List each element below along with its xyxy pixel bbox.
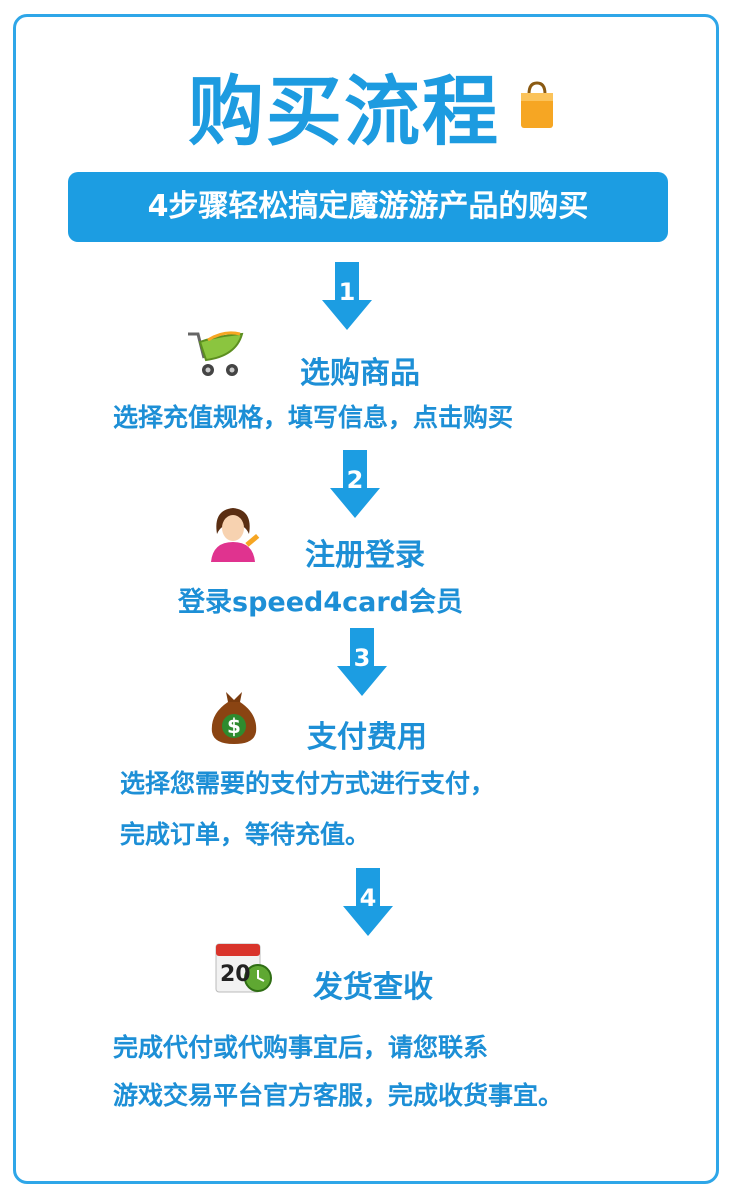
down-arrow-icon — [322, 262, 372, 330]
step-3-description-line-1: 选择您需要的支付方式进行支付， — [120, 769, 496, 798]
step-1-arrow: 1 — [322, 262, 372, 332]
step-2-title: 注册登录 — [305, 538, 425, 573]
step-4-arrow: 4 — [343, 868, 393, 938]
svg-text:$: $ — [227, 714, 241, 738]
calendar-clock-icon: 20 — [214, 940, 274, 996]
step-3-title: 支付费用 — [307, 720, 427, 755]
step-2-description: 登录speed4card会员 — [178, 587, 464, 618]
step-number: 4 — [359, 884, 377, 912]
step-3-arrow: 3 — [337, 628, 387, 698]
shopping-cart-icon — [188, 331, 244, 376]
down-arrow-icon — [337, 628, 387, 696]
step-2-arrow: 2 — [330, 450, 380, 520]
step-4-description-line-2: 游戏交易平台官方客服，完成收货事宜。 — [113, 1081, 564, 1110]
shopping-bag-icon — [521, 81, 553, 128]
step-3-description-line-2: 完成订单，等待充值。 — [120, 820, 371, 849]
step-1-title: 选购商品 — [300, 356, 420, 391]
step-4-title: 发货查收 — [313, 970, 433, 1005]
calendar-icon — [215, 943, 272, 993]
step-4-description-line-1: 完成代付或代购事宜后，请您联系 — [113, 1033, 489, 1062]
step-number: 3 — [353, 644, 371, 672]
step-number: 1 — [338, 278, 356, 306]
step-number: 2 — [346, 466, 364, 494]
down-arrow-icon — [343, 868, 393, 936]
calendar-number: 20 — [220, 962, 251, 987]
money-bag-icon: $ — [211, 692, 257, 744]
user-avatar-icon — [211, 508, 260, 562]
step-1-description: 选择充值规格，填写信息，点击购买 — [113, 403, 514, 432]
down-arrow-icon — [330, 450, 380, 518]
header: 购买流程 — [0, 62, 737, 162]
page-title: 购买流程 — [188, 67, 500, 156]
subtitle-banner: 4步骤轻松搞定魔游游产品的购买 — [68, 172, 668, 242]
